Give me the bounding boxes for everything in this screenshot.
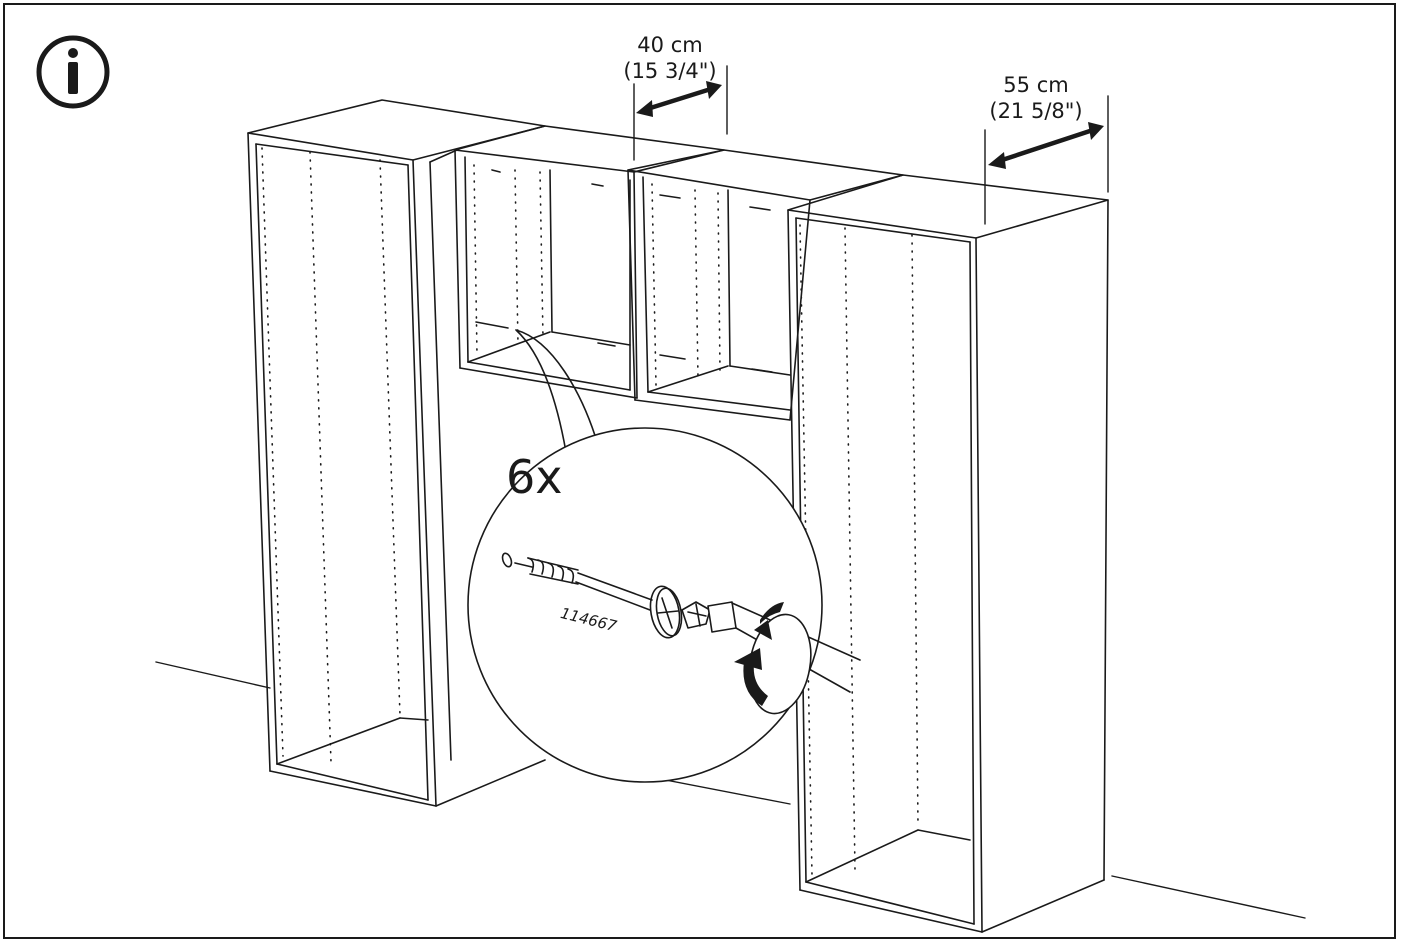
depth-short-metric: 40 cm bbox=[637, 33, 703, 57]
dimension-lines bbox=[633, 65, 1109, 225]
depth-arrow-long bbox=[988, 122, 1104, 169]
upper-cabinet-left bbox=[454, 125, 725, 399]
screw-quantity: 6x bbox=[506, 450, 563, 504]
depth-label-long: 55 cm (21 5/8") bbox=[966, 72, 1106, 124]
info-icon bbox=[36, 35, 110, 109]
callout-pointer bbox=[515, 329, 599, 453]
right-tall-cabinet bbox=[787, 174, 1109, 933]
upper-cabinet-right bbox=[627, 149, 904, 421]
detail-circle bbox=[467, 427, 823, 783]
depth-label-short: 40 cm (15 3/4") bbox=[600, 32, 740, 84]
rotate-clockwise-arrow-icon bbox=[734, 602, 812, 715]
instruction-frame bbox=[3, 3, 1396, 939]
depth-short-imperial: (15 3/4") bbox=[623, 59, 717, 83]
depth-arrow-short bbox=[636, 81, 722, 117]
left-tall-cabinet bbox=[247, 99, 546, 807]
depth-long-metric: 55 cm bbox=[1003, 73, 1069, 97]
depth-long-imperial: (21 5/8") bbox=[989, 99, 1083, 123]
screw-icon bbox=[501, 552, 683, 639]
